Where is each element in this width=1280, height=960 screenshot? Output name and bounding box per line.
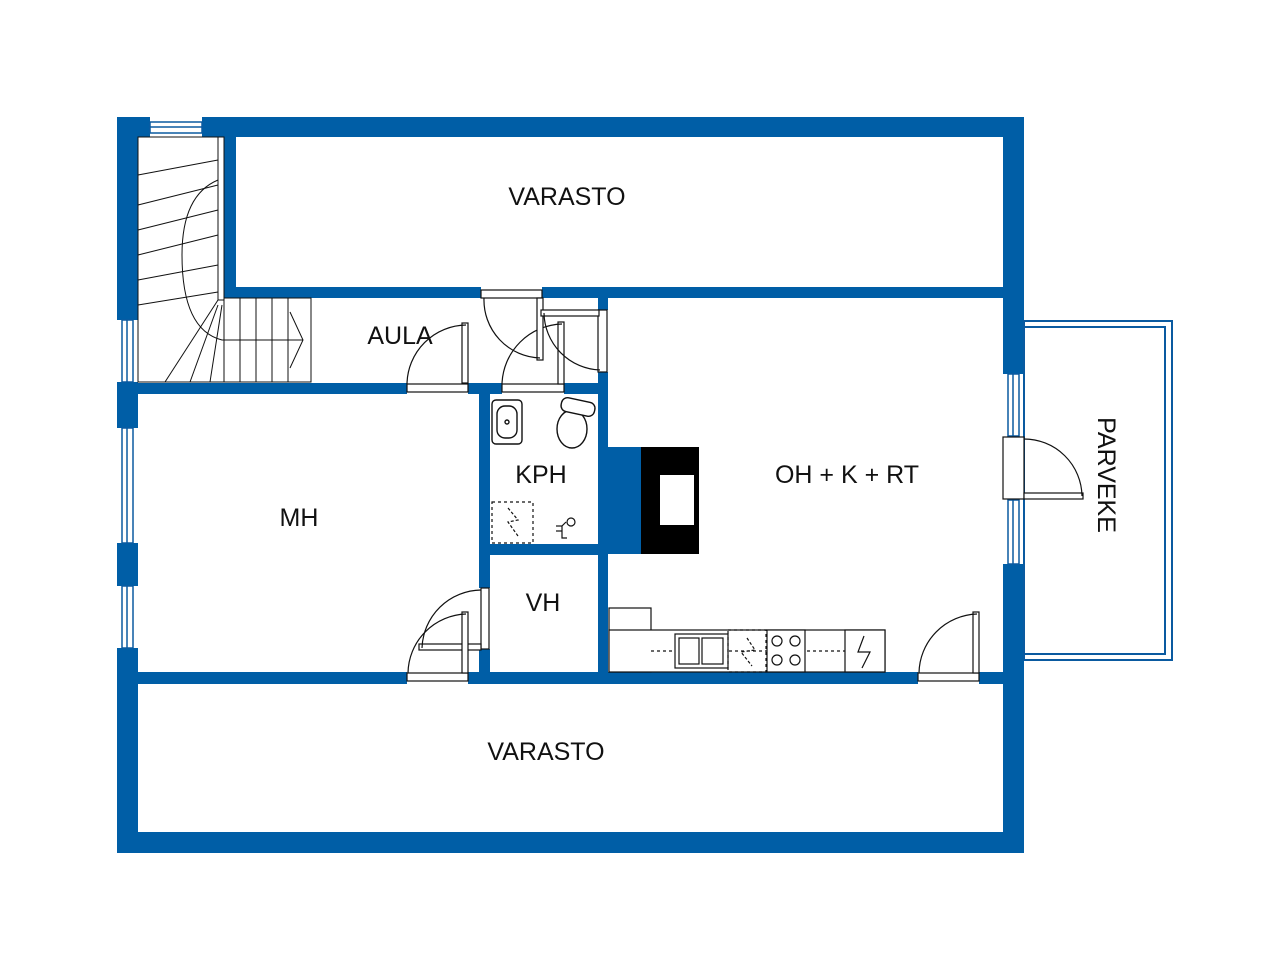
stove-icon	[766, 629, 806, 673]
window-right-living-2	[1007, 499, 1020, 565]
washbasin-icon	[491, 399, 523, 445]
room-label-parveke: PARVEKE	[1092, 417, 1120, 533]
room-label-kph: KPH	[515, 461, 566, 489]
room-labels: VARASTO AULA KPH OH + K + RT MH VH VARAS…	[280, 183, 1120, 766]
room-label-varasto-bottom: VARASTO	[487, 738, 604, 766]
toilet-icon	[556, 397, 596, 449]
doors	[406, 289, 1084, 682]
fireplace-icon	[641, 447, 699, 554]
fridge-icon	[844, 629, 886, 673]
shower-head-icon	[556, 517, 576, 539]
windows	[121, 121, 1020, 649]
shower-drain-icon	[491, 501, 534, 544]
wall-aula-mh	[117, 383, 607, 394]
room-label-varasto-top: VARASTO	[508, 183, 625, 211]
sink-icon	[674, 633, 729, 669]
door-aula-mh	[406, 322, 469, 393]
wall-stair-varasto	[224, 137, 236, 297]
window-left-stair	[121, 319, 134, 383]
window-left-mh-1	[121, 427, 134, 544]
wall-fireplace-block	[608, 447, 641, 554]
outer-wall-bottom	[117, 832, 1024, 853]
dishwasher-icon	[727, 629, 767, 673]
room-label-oh-k-rt: OH + K + RT	[775, 461, 919, 489]
window-left-mh-2	[121, 585, 134, 649]
door-aula-varasto	[480, 289, 544, 361]
wall-hall-right	[598, 298, 608, 682]
door-balcony	[1002, 436, 1084, 500]
outer-wall-top	[117, 117, 1024, 137]
door-aula-living	[540, 309, 608, 373]
room-label-aula: AULA	[367, 322, 433, 350]
door-living-varasto	[917, 611, 980, 682]
door-mh-varasto	[406, 611, 469, 682]
wall-lower-varasto	[117, 672, 1024, 684]
wall-varasto-bottom	[224, 287, 1004, 298]
door-mh-vh	[418, 587, 490, 651]
room-label-mh: MH	[280, 504, 319, 532]
staircase-icon	[137, 136, 312, 383]
window-top-stair	[149, 121, 203, 134]
kitchen-counter	[608, 607, 886, 673]
wall-kph-left	[479, 383, 490, 683]
window-right-living-1	[1007, 373, 1020, 437]
wall-kph-vh	[479, 544, 608, 555]
room-label-vh: VH	[526, 589, 561, 617]
